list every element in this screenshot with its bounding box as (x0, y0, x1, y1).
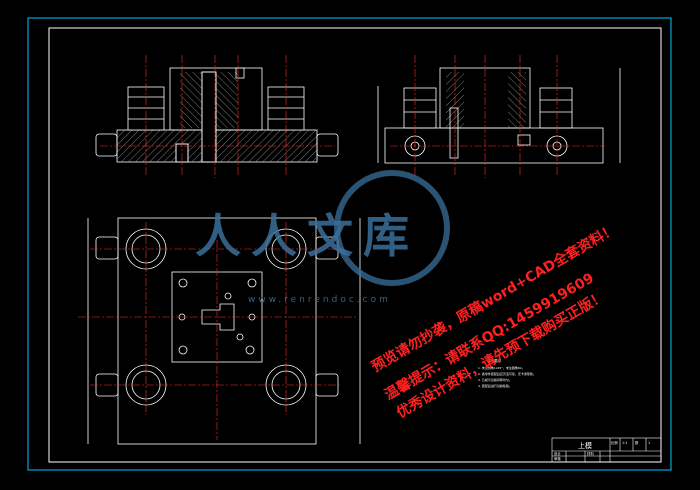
title-block-cell: 比例 (611, 440, 618, 445)
title-block-cell: 材料 (587, 451, 594, 456)
tech-note-line: 4. 装配后进行试模检验。 (478, 383, 512, 388)
front-view-centerlines (100, 55, 335, 178)
plan-view-centerlines (78, 222, 358, 440)
tech-note-line: 3. 凸模与凹模间隙均匀。 (478, 377, 512, 382)
side-section-view (377, 67, 621, 164)
title-block (551, 437, 662, 463)
title-block-cell: 1 (648, 441, 650, 445)
watermark-logo-ring (334, 170, 450, 286)
title-block-drawing-name: 上模 (578, 441, 592, 450)
outer-sheet-border (27, 17, 672, 471)
technical-requirements: 技术要求 1. 未注倒角1x45°，未注圆角R2。 2. 各零件装配后应灵活可靠… (478, 358, 536, 388)
tech-notes-heading: 技术要求 (487, 358, 502, 363)
title-block-cell: 1:1 (622, 441, 627, 445)
title-block-cell: 审核 (554, 456, 561, 461)
title-block-cell: 设计 (554, 451, 561, 456)
watermark-line-3: 优秀设计资料，请先预下载购买正版！ (394, 288, 609, 422)
title-block-cell: 数 (635, 440, 639, 445)
front-section-view (95, 67, 339, 163)
side-view-centerlines (390, 55, 605, 178)
drawing-frame (48, 27, 662, 463)
watermark-url: www.renrendoc.com (248, 295, 391, 305)
tech-note-line: 1. 未注倒角1x45°，未注圆角R2。 (478, 365, 525, 370)
watermark: 人人文库 www.renrendoc.com 预览请勿抄袭，原稿word+CAD… (195, 170, 619, 422)
tech-note-line: 2. 各零件装配后应灵活可靠，无卡滞现象。 (478, 371, 536, 376)
watermark-logo-text: 人人文库 (195, 209, 419, 263)
